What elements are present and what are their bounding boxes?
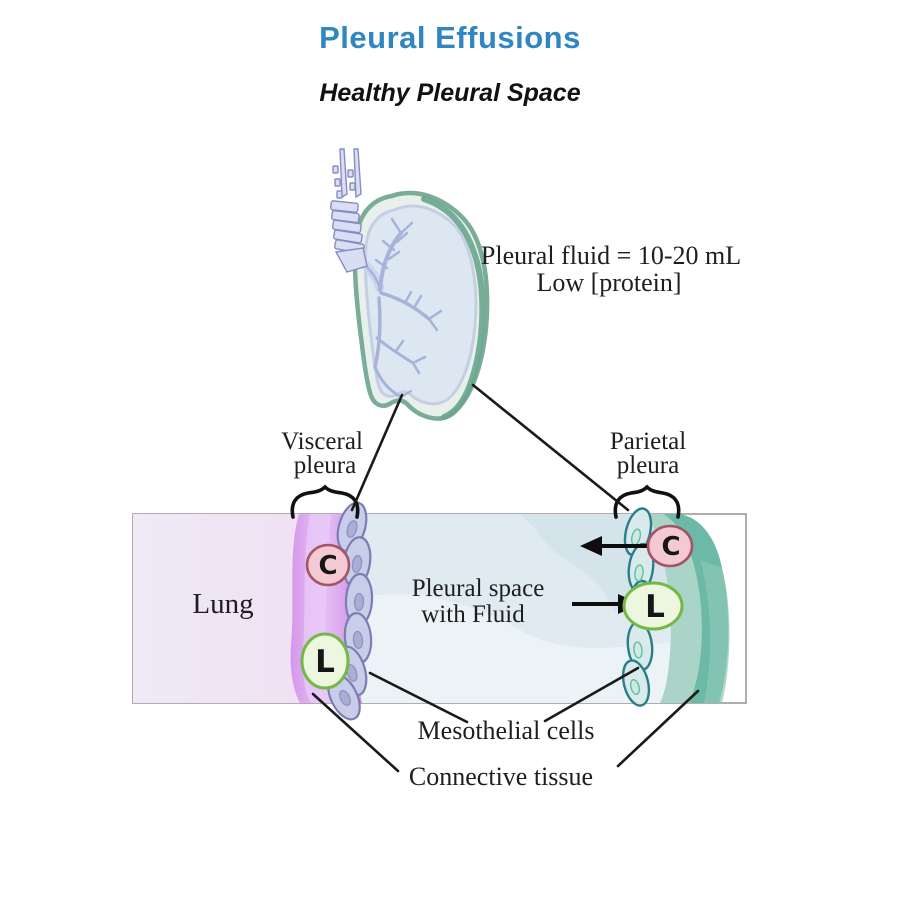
pleural-fluid-note-line2: Low [protein] [536, 268, 682, 297]
connective-tissue-label: Connective tissue [408, 762, 594, 791]
page-subtitle: Healthy Pleural Space [319, 79, 581, 107]
lung-illustration [330, 148, 490, 421]
connective-line-left [311, 692, 400, 773]
capillary-arrow-head [580, 536, 602, 556]
mesothelial-cells-label: Mesothelial cells [417, 716, 595, 745]
capillary-letter-visceral: C [318, 551, 338, 581]
parietal-pleura-label-line1: Parietal [609, 428, 687, 455]
lung-label: Lung [192, 588, 254, 620]
visceral-cell-nuclei [338, 520, 365, 707]
visceral-brace [290, 484, 360, 519]
visceral-pleura-label-line1: Visceral [281, 428, 363, 455]
mesothelial-line-left [368, 671, 469, 724]
braces [290, 484, 681, 519]
mesothelial-line-right [543, 666, 640, 723]
page-title: Pleural Effusions [319, 20, 581, 55]
cell-marker-shapes [300, 524, 694, 690]
capillary-marker-parietal [646, 524, 694, 568]
lymphatic-marker-visceral [300, 632, 350, 690]
trachea [330, 148, 368, 273]
fluid-highlight [340, 594, 670, 703]
pleural-space-label-line1: Pleural space [411, 575, 545, 602]
parietal-pleura-label-line2: pleura [616, 452, 680, 479]
pleural-fluid-note-line1: Pleural fluid = 10-20 mL [480, 241, 742, 270]
connective-line-right [616, 689, 700, 768]
capillary-marker-visceral [305, 543, 351, 587]
lung-to-visceral-line [350, 393, 404, 512]
lung-to-parietal-line [471, 383, 630, 512]
parietal-brace [613, 484, 681, 519]
visceral-pleura-label-line2: pleura [293, 452, 357, 479]
lymphatic-marker-parietal [622, 581, 684, 631]
lung-parenchyma [363, 204, 478, 406]
parietal-connective-edge [700, 560, 730, 703]
lymphatic-letter-parietal: L [645, 589, 665, 625]
pleural-space-label-line2: with Fluid [421, 601, 525, 628]
lymphatic-letter-visceral: L [315, 644, 335, 680]
lung-rim-shadow [421, 196, 486, 420]
leader-lines [311, 383, 700, 773]
capillary-letter-parietal: C [661, 532, 681, 562]
